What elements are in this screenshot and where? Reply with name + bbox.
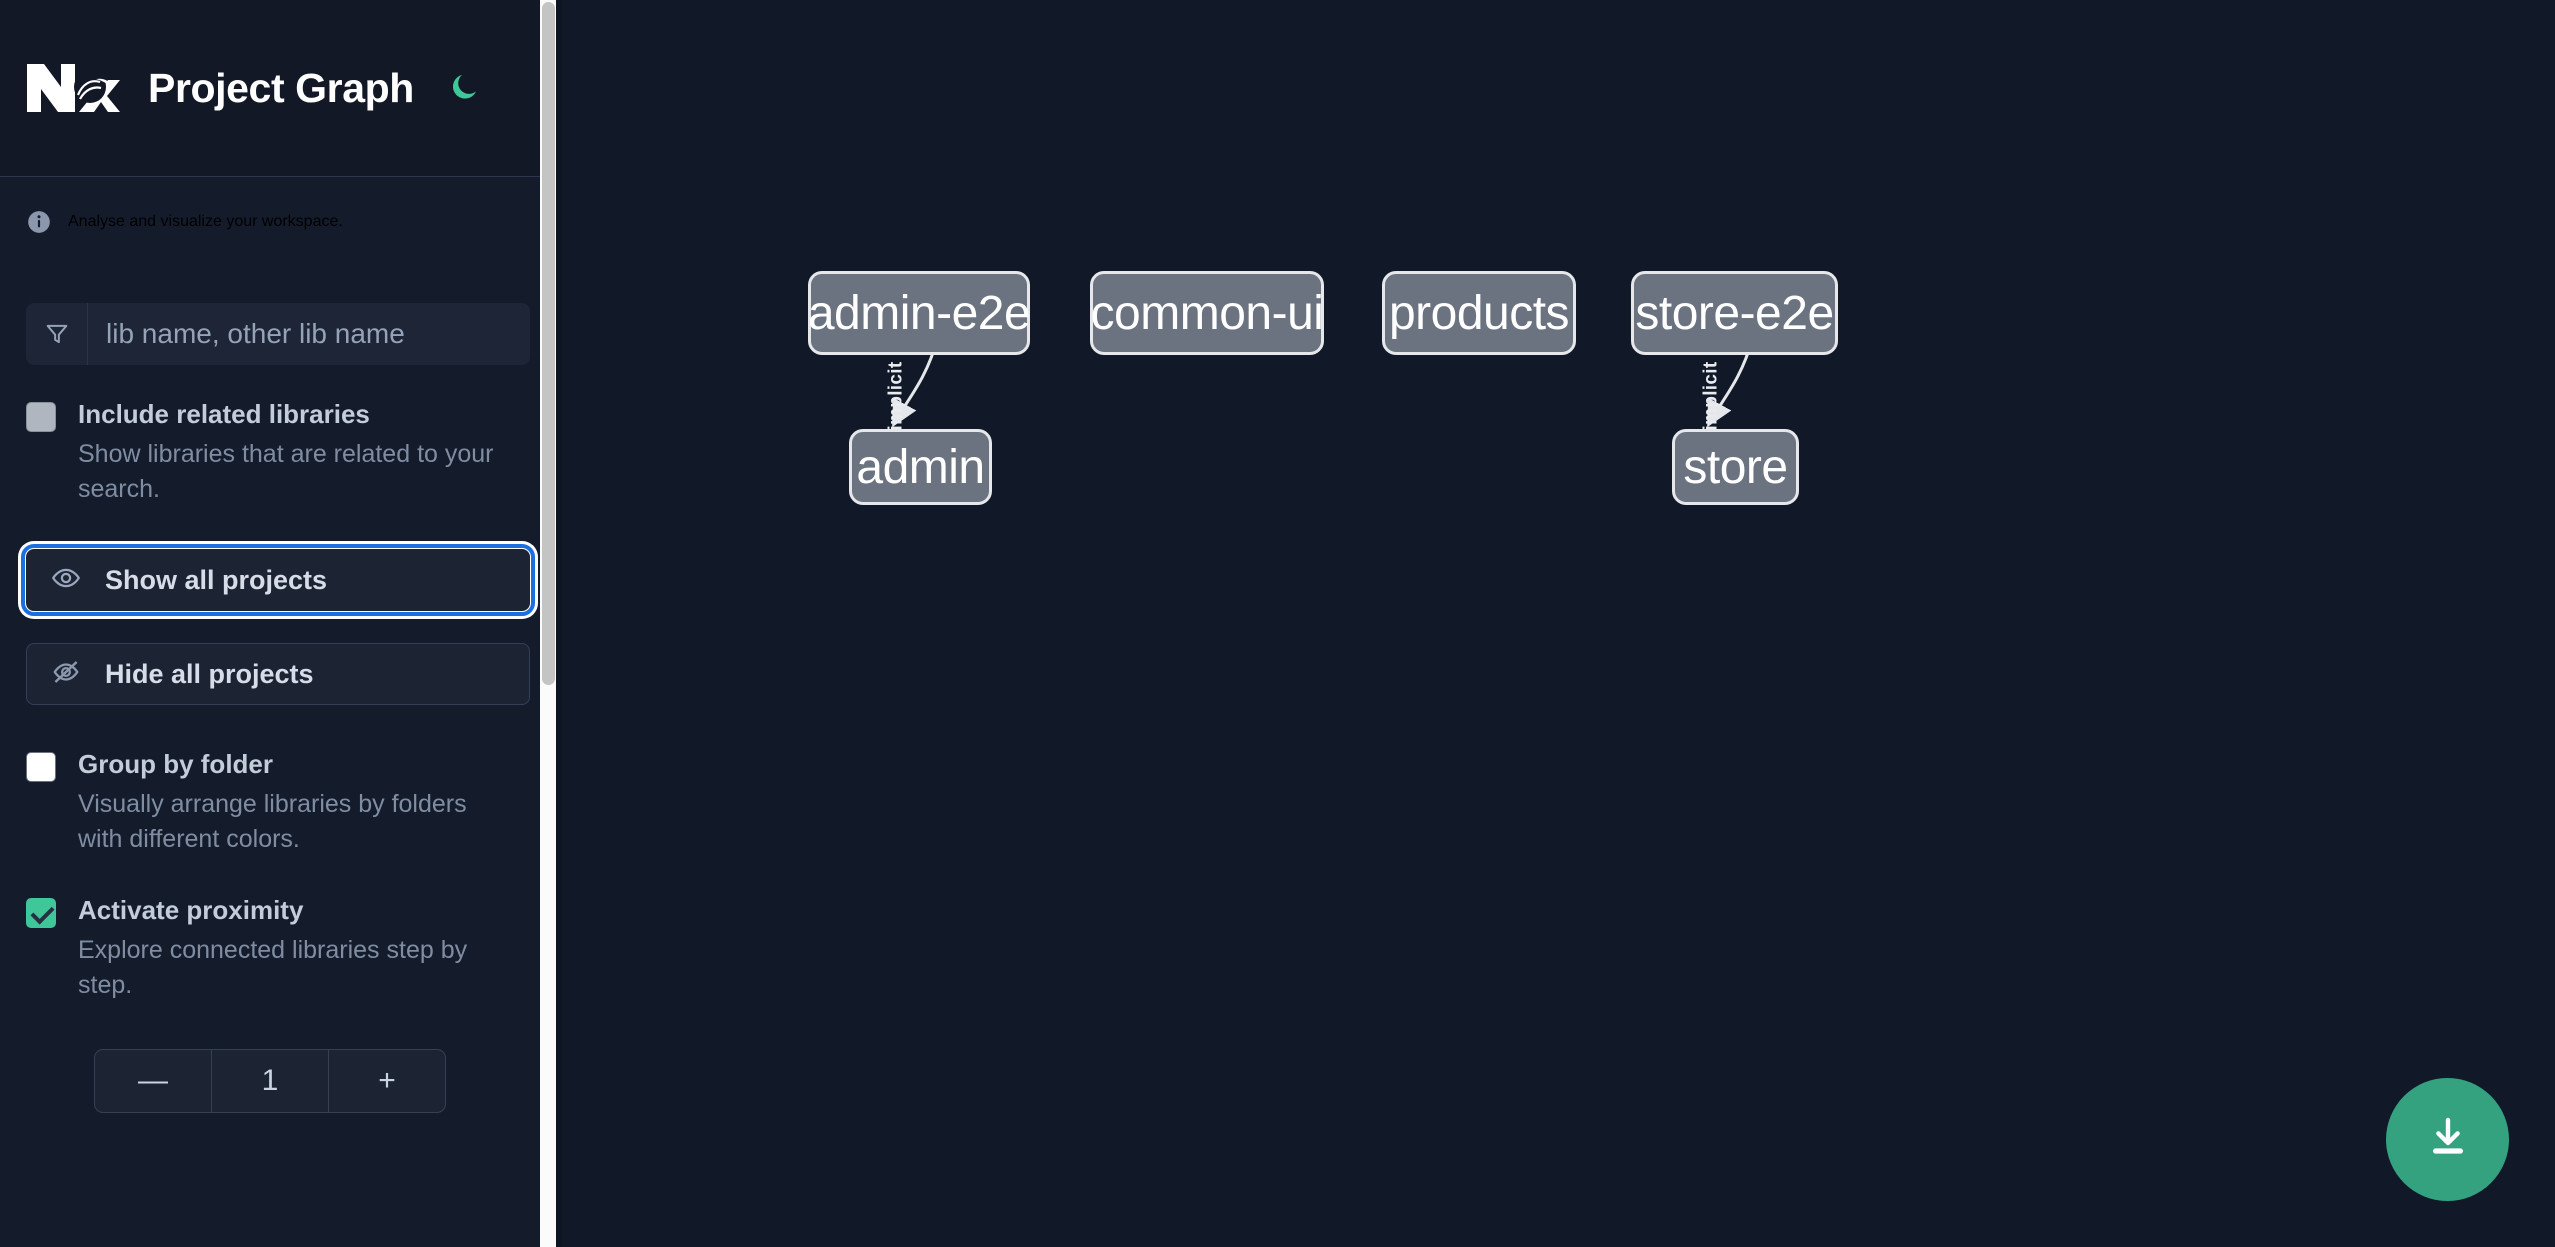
group-by-folder-checkbox[interactable] (26, 752, 56, 782)
sidebar: Project Graph Analyse and visualize your… (0, 0, 556, 1247)
tagline-row: Analyse and visualize your workspace. (26, 177, 530, 267)
proximity-decrement-button[interactable]: — (95, 1050, 212, 1112)
info-icon (26, 209, 52, 235)
group-by-folder-label: Group by folder (78, 749, 273, 779)
page-title: Project Graph (148, 64, 414, 111)
edge-label-implicit-admin: implicit (885, 361, 907, 431)
include-related-libraries-description: Show libraries that are related to your … (78, 440, 494, 503)
sidebar-scrollbar[interactable] (540, 0, 556, 1247)
include-related-libraries-label: Include related libraries (78, 399, 370, 429)
sidebar-body: Analyse and visualize your workspace. In… (0, 177, 556, 1113)
include-related-libraries-checkbox[interactable] (26, 402, 56, 432)
graph-node-admin[interactable]: admin (849, 429, 992, 505)
sidebar-scrollbar-thumb[interactable] (542, 2, 555, 685)
download-icon (2424, 1113, 2472, 1166)
option-include-related-libraries[interactable]: Include related libraries Show libraries… (26, 397, 530, 507)
option-group-by-folder[interactable]: Group by folder Visually arrange librari… (26, 747, 530, 857)
graph-node-store-e2e[interactable]: store-e2e (1631, 271, 1838, 355)
graph-node-products[interactable]: products (1382, 271, 1576, 355)
hide-all-projects-label: Hide all projects (105, 658, 314, 689)
graph-node-store[interactable]: store (1672, 429, 1799, 505)
moon-icon[interactable] (444, 68, 484, 108)
proximity-value: 1 (261, 1064, 279, 1097)
show-all-projects-button[interactable]: Show all projects (21, 544, 535, 616)
hide-all-projects-button[interactable]: Hide all projects (26, 643, 530, 705)
sidebar-header: Project Graph (0, 0, 556, 177)
proximity-stepper[interactable]: — 1 + (94, 1049, 446, 1113)
tagline-text: Analyse and visualize your workspace. (68, 213, 343, 230)
eye-off-icon (51, 657, 81, 692)
proximity-increment-button[interactable]: + (328, 1050, 445, 1112)
graph-node-admin-e2e[interactable]: admin-e2e (808, 271, 1031, 355)
activate-proximity-label: Activate proximity (78, 895, 304, 925)
search-input[interactable] (88, 303, 530, 365)
graph-node-common-ui[interactable]: common-ui (1090, 271, 1324, 355)
download-button[interactable] (2386, 1078, 2509, 1201)
edge-label-implicit-store: implicit (1700, 361, 1722, 431)
option-activate-proximity[interactable]: Activate proximity Explore connected lib… (26, 893, 530, 1003)
graph-edges (562, 339, 1754, 1247)
activate-proximity-description: Explore connected libraries step by step… (78, 936, 468, 999)
group-by-folder-description: Visually arrange libraries by folders wi… (78, 790, 467, 853)
sidebar-divider (556, 0, 562, 1247)
search-field[interactable] (26, 303, 530, 365)
eye-icon (51, 563, 81, 598)
graph-canvas[interactable]: admin-e2e common-ui products store-e2e a… (562, 0, 2555, 1247)
show-all-projects-label: Show all projects (105, 564, 328, 595)
activate-proximity-checkbox[interactable] (26, 898, 56, 928)
nx-logo-icon (26, 61, 120, 115)
filter-icon (26, 303, 88, 365)
